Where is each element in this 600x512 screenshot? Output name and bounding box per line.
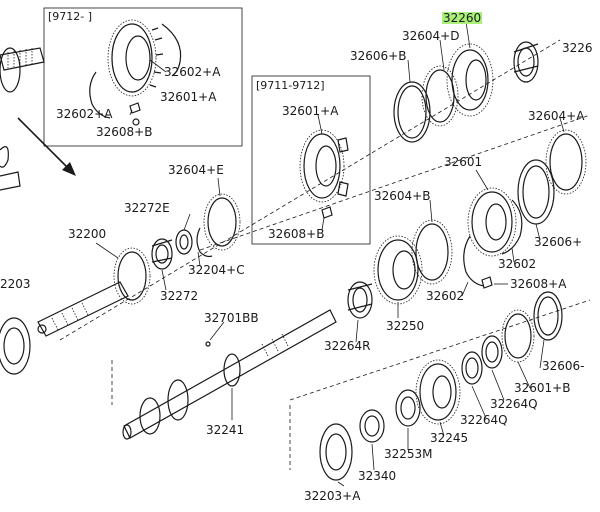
inset-right-date-range: [9711-9712] <box>256 79 325 92</box>
part-32604a-ring <box>545 129 587 195</box>
inset-box-right <box>251 75 371 245</box>
part-32601b-hub <box>501 309 535 363</box>
inset-left-spring-a <box>161 23 182 77</box>
part-label-32608-b-right[interactable]: 32608+B <box>268 227 325 241</box>
part-label-32604-b[interactable]: 32604+B <box>374 189 431 203</box>
inset-left-date-range: [9712- ] <box>48 10 93 23</box>
part-32608a-key <box>481 276 493 289</box>
part-label-32601[interactable]: 32601 <box>444 155 483 169</box>
part-label-32204-c[interactable]: 32204+C <box>188 263 245 277</box>
part-label-32604-d[interactable]: 32604+D <box>402 29 460 43</box>
part-label-32241[interactable]: 32241 <box>206 423 245 437</box>
part-32241-countershaft <box>122 309 337 440</box>
part-label-32203-a[interactable]: 32203+A <box>304 489 361 503</box>
part-label-32608-a[interactable]: 32608+A <box>510 277 567 291</box>
inset-right-insert <box>321 206 333 219</box>
part-32604d-ring <box>421 65 459 127</box>
part-32602-spring-low <box>463 235 485 287</box>
part-32260-gear <box>446 43 494 117</box>
part-label-32606-plus[interactable]: 32606+ <box>534 235 583 249</box>
part-label-32601-b[interactable]: 32601+B <box>514 381 571 395</box>
part-32250-gear <box>373 235 423 305</box>
part-32264q-bearing-b <box>461 351 483 385</box>
part-label-32604-e[interactable]: 32604+E <box>168 163 224 177</box>
part-label-32701bb[interactable]: 32701BB <box>204 311 259 325</box>
part-label-32264q-a[interactable]: 32264Q <box>490 397 538 411</box>
partial-part-left-mid <box>0 146 21 191</box>
part-label-32601-a-left[interactable]: 32601+A <box>160 90 217 104</box>
part-label-32602-mid[interactable]: 32602 <box>498 257 537 271</box>
part-32701bb-pin <box>205 341 211 347</box>
part-label-32260[interactable]: 32260 <box>442 11 483 25</box>
axis-line-upper <box>59 39 561 341</box>
part-label-32601-a-right[interactable]: 32601+A <box>282 104 339 118</box>
part-32602-spring-mid <box>501 199 523 255</box>
inset-left-insert <box>129 102 141 126</box>
part-32200-shaft <box>37 247 151 337</box>
part-32264r-bearing <box>347 281 373 319</box>
part-32601-hub <box>467 187 517 257</box>
part-32340-spacer <box>359 409 385 443</box>
inset-left-gear <box>107 19 164 97</box>
part-32606-sleeve <box>517 159 555 225</box>
part-top-bearing <box>513 41 539 83</box>
part-label-32340[interactable]: 32340 <box>358 469 397 483</box>
part-label-32264r[interactable]: 32264R <box>324 339 371 353</box>
part-32272-bearing <box>151 238 173 270</box>
part-label-32203[interactable]: 2203 <box>0 277 31 291</box>
part-label-32264q-b[interactable]: 32264Q <box>460 413 508 427</box>
part-32264q-bearing-a <box>481 335 503 369</box>
inset-box-left <box>43 7 243 147</box>
part-label-32272e[interactable]: 32272E <box>124 201 170 215</box>
part-label-32604-a[interactable]: 32604+A <box>528 109 585 123</box>
axis-line-lower <box>289 299 591 401</box>
part-32253m-collar <box>395 389 421 427</box>
part-32204c-clip <box>196 227 213 258</box>
part-label-32602-a-left[interactable]: 32602+A <box>56 107 113 121</box>
part-label-3226-top[interactable]: 3226 <box>562 41 593 55</box>
direction-arrow <box>17 117 76 176</box>
inset-left-spring-b <box>89 71 111 119</box>
part-label-32250[interactable]: 32250 <box>386 319 425 333</box>
part-32245-gear <box>415 359 461 425</box>
part-label-32606-low[interactable]: 32606- <box>542 359 585 373</box>
axis-line-middle <box>199 114 591 251</box>
part-label-32602-a-top[interactable]: 32602+A <box>164 65 221 79</box>
part-label-32200[interactable]: 32200 <box>68 227 107 241</box>
part-label-32253m[interactable]: 32253M <box>384 447 433 461</box>
input-shaft-partial <box>0 47 45 93</box>
leader-lines <box>95 21 565 487</box>
part-32606b-ring <box>393 81 431 143</box>
part-label-32245[interactable]: 32245 <box>430 431 469 445</box>
part-label-32272[interactable]: 32272 <box>160 289 199 303</box>
part-32203-bearing <box>0 317 31 375</box>
part-32604e-ring <box>203 193 241 251</box>
part-label-32608-b-left[interactable]: 32608+B <box>96 125 153 139</box>
part-32272e-bearing <box>175 229 193 255</box>
inset-right-synchro <box>299 129 349 203</box>
part-32203a-bearing <box>319 423 353 481</box>
part-32606-lower-ring <box>533 291 563 341</box>
part-label-32606-b[interactable]: 32606+B <box>350 49 407 63</box>
part-label-32602-low[interactable]: 32602 <box>426 289 465 303</box>
